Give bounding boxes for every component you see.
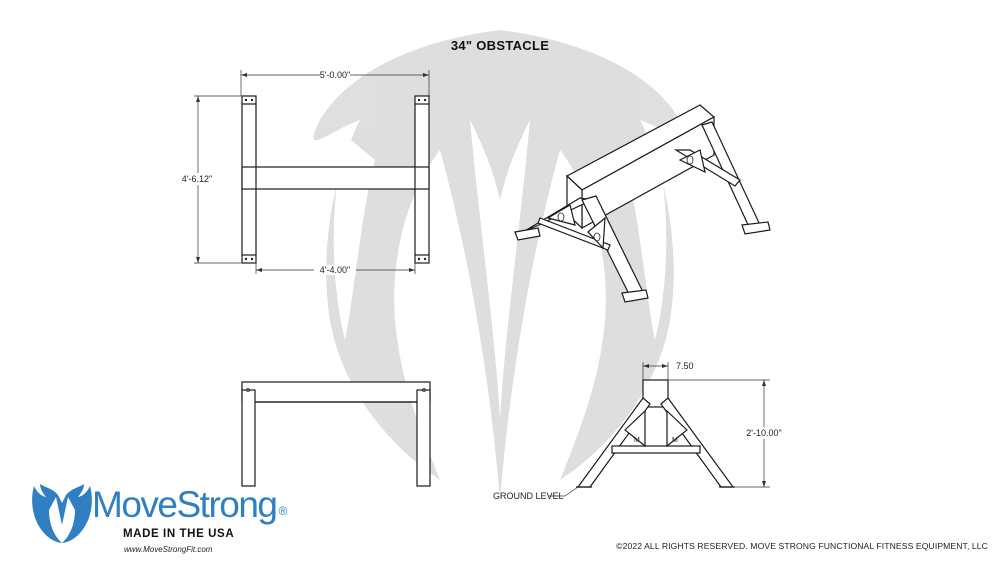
ground-level-callout: GROUND LEVEL xyxy=(493,491,564,501)
top-view: 5'-0.00" 4'-6.12" 4'-4.00" xyxy=(176,70,430,275)
brand-name-part1: Move xyxy=(92,484,178,525)
brand-url[interactable]: www.MoveStrongFit.com xyxy=(124,545,213,554)
drawing-title: 34" OBSTACLE xyxy=(450,38,550,53)
dim-top-depth: 4'-6.12" xyxy=(182,174,212,184)
movestrong-logo-icon xyxy=(32,484,92,543)
dim-height: 2'-10.00" xyxy=(746,428,781,438)
copyright-notice: ©2022 ALL RIGHTS RESERVED. MOVE STRONG F… xyxy=(616,541,988,551)
side-view: 7.50 M M 2'-10.00" GROUND LEVEL xyxy=(493,361,787,501)
front-view xyxy=(241,381,431,487)
registered-mark: ® xyxy=(278,504,288,518)
dim-top-width: 5'-0.00" xyxy=(320,70,350,80)
brand-name: MoveStrong® xyxy=(92,484,288,525)
isometric-view xyxy=(514,104,771,303)
svg-text:M: M xyxy=(672,437,678,444)
brand-name-part2: Strong xyxy=(176,484,278,525)
svg-text:M: M xyxy=(634,437,640,444)
dim-inner-span: 4'-4.00" xyxy=(320,265,350,275)
brand-tagline: MADE IN THE USA xyxy=(123,528,235,540)
dim-beam-width: 7.50 xyxy=(676,361,694,371)
